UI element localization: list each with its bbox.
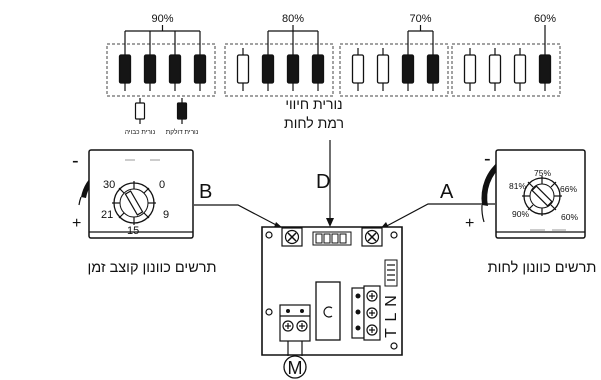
timer-mark-21: 21 [101, 209, 113, 221]
relay [315, 281, 341, 341]
mains-terminal-block[interactable] [351, 285, 381, 341]
board-leds [312, 231, 352, 246]
indicator-group-percent: 90% [151, 13, 173, 25]
indicator-group: 60% [451, 13, 561, 97]
timer-dial[interactable] [112, 181, 156, 225]
side-connector [384, 259, 398, 287]
led-on [143, 48, 157, 91]
indicator-group: 90% [106, 13, 216, 97]
humidity-dial-slot [531, 185, 553, 207]
pointer-d-label: D [316, 171, 330, 193]
legend-off-label: נורית כבויה [125, 129, 156, 136]
pointer-b-line [194, 204, 281, 228]
humidity-dial[interactable] [522, 176, 562, 216]
indicator-groups: 90% 80% 70% 60% [106, 13, 561, 97]
led-on [168, 48, 182, 91]
timer-mark-30: 30 [103, 179, 115, 191]
legend-on-label: נורית דולקת [166, 128, 199, 136]
timer-minus: - [72, 150, 79, 172]
led-off [351, 48, 365, 91]
indicator-caption-line2: רמת לחות [284, 115, 344, 131]
humidity-mark-60: 60% [561, 212, 578, 222]
mount-hole [265, 308, 273, 316]
humidity-mark-75: 75% [534, 168, 551, 178]
led-off [463, 48, 477, 91]
legend-led-off [134, 98, 146, 124]
led-on [538, 48, 552, 91]
humidity-mark-90: 90% [512, 209, 529, 219]
timer-dial-slot [124, 190, 144, 216]
timer-mark-9: 9 [163, 209, 169, 221]
mount-hole [390, 342, 398, 350]
timer-caption: תרשים כוונון קוצב זמן [87, 260, 216, 276]
led-off [236, 48, 250, 91]
timer-mark-0: 0 [159, 179, 165, 191]
led-off [376, 48, 390, 91]
led-on [261, 48, 275, 91]
pointer-a-label: A [440, 181, 454, 203]
led-on [118, 48, 132, 91]
timer-trimmer[interactable] [281, 227, 303, 247]
pointer-d-arrow [326, 218, 334, 227]
terminal-t-label: T [383, 328, 400, 338]
motor-label: M [288, 358, 303, 378]
mount-hole [390, 231, 398, 239]
indicator-group-percent: 80% [282, 13, 304, 25]
mount-hole [265, 231, 273, 239]
humidity-trimmer[interactable] [361, 227, 383, 247]
indicator-group-percent: 60% [534, 13, 556, 25]
humidity-mark-81: 81% [509, 181, 526, 191]
led-on [401, 48, 415, 91]
control-board: N L T [261, 226, 403, 356]
timer-knob: - + 30 0 21 9 15 [72, 149, 194, 239]
led-on [193, 48, 207, 91]
terminal-l-label: L [383, 312, 400, 321]
led-on [426, 48, 440, 91]
led-off [488, 48, 502, 91]
led-off [513, 48, 527, 91]
led-on [311, 48, 325, 91]
humidity-caption: תרשים כוונון לחות [488, 259, 597, 276]
humidity-knob: - + 75% 81% 66% 90% 60% [465, 148, 586, 239]
legend-led-on [176, 98, 188, 124]
humidity-gradient-bar [481, 160, 503, 206]
humidity-mark-66: 66% [560, 184, 577, 194]
timer-mark-15: 15 [127, 225, 139, 237]
led-on [286, 48, 300, 91]
indicator-group-percent: 70% [409, 13, 431, 25]
humidity-plus: + [465, 215, 474, 232]
timer-plus: + [72, 215, 81, 232]
humidity-minus: - [484, 148, 491, 170]
indicator-group: 70% [339, 13, 449, 97]
indicator-group: 80% [224, 13, 334, 97]
motor-terminal-block[interactable] [279, 304, 311, 342]
legend: נורית כבויה נורית דולקת [125, 98, 199, 136]
terminal-n-label: N [383, 295, 400, 307]
indicator-caption-line1: נורית חיווי [285, 96, 342, 112]
pointer-b-label: B [199, 181, 212, 203]
pointer-a-line [382, 203, 495, 229]
motor-symbol [283, 355, 307, 379]
